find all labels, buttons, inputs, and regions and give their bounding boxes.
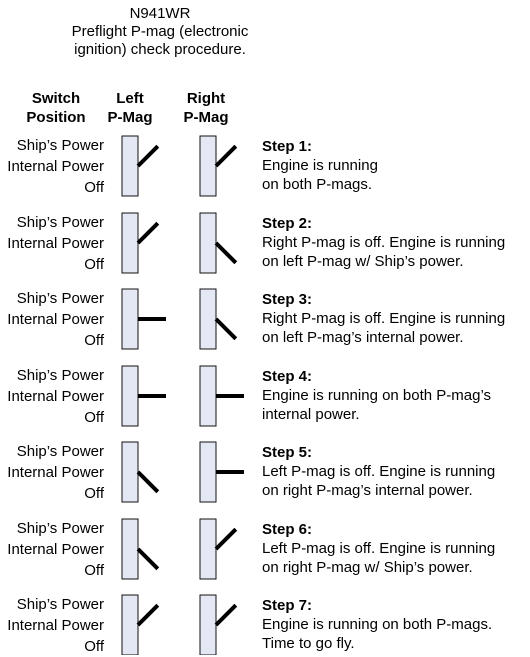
position-label: Internal Power	[7, 617, 104, 634]
position-label: Ship’s Power	[16, 520, 104, 537]
switch-lever-off	[136, 470, 160, 494]
step-description: Step 4: Engine is running on both P-mag’s…	[262, 367, 530, 424]
step-text-line: Engine is running	[262, 157, 378, 174]
position-label: Ship’s Power	[16, 596, 104, 613]
header-right-word: Right	[186, 90, 226, 107]
switch-body	[199, 594, 217, 655]
header-left-pmag-word: P-Mag	[107, 109, 153, 126]
header-left-word: Left	[116, 90, 144, 107]
title-line-3: ignition) check procedure.	[74, 41, 246, 58]
header-right-pmag: Right P-Mag	[176, 89, 236, 127]
position-label: Off	[84, 485, 104, 502]
switch-lever-off	[136, 547, 160, 571]
position-label: Off	[84, 179, 104, 196]
position-label: Off	[84, 409, 104, 426]
position-label: Internal Power	[7, 388, 104, 405]
header-switch-position: Switch Position	[14, 89, 98, 127]
step-text-line: on left P-mag’s internal power.	[262, 329, 464, 346]
switch-lever-ships-power	[136, 603, 160, 627]
switch-lever-off	[214, 241, 238, 265]
position-label: Off	[84, 256, 104, 273]
step-text-line: internal power.	[262, 406, 360, 423]
step-description: Step 3: Right P-mag is off. Engine is run…	[262, 290, 530, 347]
step-heading: Step 6:	[262, 521, 313, 538]
switch-lever-ships-power	[214, 603, 238, 627]
step-description: Step 1: Engine is running on both P-mags.	[262, 137, 530, 194]
position-label: Ship’s Power	[16, 214, 104, 231]
switch-lever-off	[214, 317, 238, 341]
header-switch-word: Switch	[31, 90, 81, 107]
position-label: Ship’s Power	[16, 290, 104, 307]
switch-lever-ships-power	[136, 221, 160, 245]
position-label: Internal Power	[7, 158, 104, 175]
step-heading: Step 2:	[262, 215, 313, 232]
position-label: Internal Power	[7, 311, 104, 328]
step-heading: Step 3:	[262, 291, 313, 308]
step-text-line: on right P-mag w/ Ship’s power.	[262, 559, 473, 576]
position-label: Off	[84, 638, 104, 655]
step-description: Step 6: Left P-mag is off. Engine is runn…	[262, 520, 530, 577]
step-description: Step 7: Engine is running on both P-mags.…	[262, 596, 530, 653]
title-line-1: N941WR	[129, 5, 191, 22]
position-label: Internal Power	[7, 235, 104, 252]
header-position-word: Position	[26, 109, 86, 126]
step-text-line: Engine is running on both P-mag’s	[262, 387, 492, 404]
switch-lever-ships-power	[136, 144, 160, 168]
step-text-line: on right P-mag’s internal power.	[262, 482, 473, 499]
step-text-line: on left P-mag w/ Ship’s power.	[262, 253, 464, 270]
title-line-2: Preflight P-mag (electronic	[71, 23, 249, 40]
step-text-line: Left P-mag is off. Engine is running	[262, 540, 496, 557]
step-description: Step 2: Right P-mag is off. Engine is run…	[262, 214, 530, 271]
step-heading: Step 5:	[262, 444, 313, 461]
step-heading: Step 4:	[262, 368, 313, 385]
position-label: Internal Power	[7, 541, 104, 558]
position-label: Ship’s Power	[16, 137, 104, 154]
step-text-line: Right P-mag is off. Engine is running	[262, 310, 506, 327]
step-text-line: Time to go fly.	[262, 635, 355, 652]
header-left-pmag: Left P-Mag	[100, 89, 160, 127]
position-label: Off	[84, 332, 104, 349]
step-text-line: Engine is running on both P-mags.	[262, 616, 493, 633]
position-label: Internal Power	[7, 464, 104, 481]
switch-lever-ships-power	[214, 144, 238, 168]
position-label: Ship’s Power	[16, 443, 104, 460]
step-text-line: Right P-mag is off. Engine is running	[262, 234, 506, 251]
position-label: Ship’s Power	[16, 367, 104, 384]
switch-lever-ships-power	[214, 527, 238, 551]
step-heading: Step 7:	[262, 597, 313, 614]
step-text-line: Left P-mag is off. Engine is running	[262, 463, 496, 480]
step-description: Step 5: Left P-mag is off. Engine is runn…	[262, 443, 530, 500]
step-heading: Step 1:	[262, 138, 313, 155]
header-right-pmag-word: P-Mag	[183, 109, 229, 126]
position-label: Off	[84, 562, 104, 579]
step-text-line: on both P-mags.	[262, 176, 373, 193]
